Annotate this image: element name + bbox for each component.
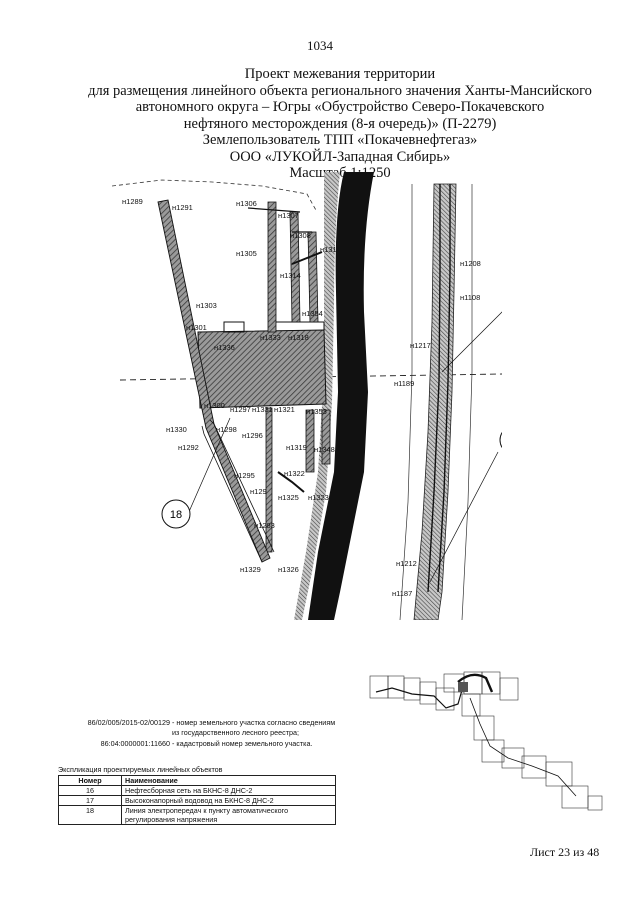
point-label: н1348 [314,445,335,454]
row-name-line: регулирования напряжения [125,815,218,824]
legend-row: 86/02/005/2015-02/00129 - номер земельно… [58,718,378,728]
table-header-row: Номер Наименование [58,775,336,786]
point-label: н1303 [196,301,217,310]
point-label: н1353 [306,407,327,416]
point-label: н1314 [280,271,301,280]
point-label: н1321 [274,405,295,414]
point-label: н1296 [242,431,263,440]
legend-code: 86:04:0000001:11660 [100,739,170,748]
table-row: 18 Линия электропередач к пункту автомат… [58,805,336,825]
point-label: н1331 [252,405,273,414]
point-label: н1301 [186,323,207,332]
row-number: 17 [58,795,122,806]
page-number: 1034 [307,38,333,53]
point-label: н1189 [394,379,414,388]
legend-text-cont: из государственного лесного реестра; [172,727,299,737]
point-label: н1318 [288,333,309,342]
point-label: н1322 [284,469,305,478]
point-label: н1208 [460,259,481,268]
point-label: н1354 [302,309,323,318]
road-shoulder [294,172,340,620]
point-label: н1336 [214,343,235,352]
power-line [157,199,271,563]
forest-boundary [111,179,318,213]
callout-17: 17 [499,425,529,455]
sheet-number: Лист 23 из 48 [530,845,600,859]
overview-inset-map [362,668,614,818]
survey-map-drawing: 16 17 18 н1289 н1291 н1306 н1307 н1308 н… [111,172,535,621]
point-label: н1292 [178,443,199,452]
point-label: н1319 [286,443,307,452]
title-line: для размещения линейного объекта региона… [88,82,592,99]
callout-18-label: 18 [170,509,182,521]
dark-band [308,172,374,620]
point-label: н1325 [278,493,299,502]
point-label: н1300 [204,401,225,410]
point-label: н1307 [278,211,299,220]
title-line: Проект межевания территории [244,66,436,82]
point-label: н1323 [308,493,329,502]
pipeline-corridor [413,183,457,621]
point-label: н1108 [460,293,480,302]
point-label: н1306 [236,199,257,208]
row-name: Нефтесборная сеть на БКНС-8 ДНС-2 [121,785,336,796]
point-label: н1291 [172,203,193,212]
land-user-line: Землепользователь ТПП «Покачевнефтегаз» [202,132,478,148]
callout-18: 18 [161,499,191,529]
survey-map: 16 17 18 н1289 н1291 н1306 н1307 н1308 н… [111,172,535,621]
table-row: 17 Высоконапорный водовод на БКНС-8 ДНС-… [58,795,336,806]
row-name-line: Линия электропередач к пункту автоматиче… [125,806,289,815]
point-label: н1308 [290,231,311,240]
point-label: н1298 [216,425,237,434]
point-label: н1333 [260,333,281,342]
legend-code: 86/02/005/2015-02/00129 [87,718,170,727]
point-label: н1295 [234,471,255,480]
legend: 86/02/005/2015-02/00129 - номер земельно… [58,718,378,749]
title-block: Проект межевания территории для размещен… [60,66,620,182]
overview-inset-drawing [369,671,603,811]
point-label: н1305 [236,249,257,258]
point-label: н1329 [240,565,261,574]
point-label: н1212 [396,559,417,568]
point-label: н1330 [166,425,187,434]
point-label: н1297 [230,405,251,414]
row-number: 16 [58,785,122,796]
explication-title: Экспликация проектируемых линейных объек… [58,765,223,774]
explication-table-block: Экспликация проектируемых линейных объек… [58,765,336,825]
header-number: Номер [58,775,122,786]
row-number: 18 [58,805,122,825]
point-label: н1326 [278,565,299,574]
point-label: н129 [250,487,267,496]
title-line: автономного округа – Югры «Обустройство … [135,99,545,115]
company-line: ООО «ЛУКОЙЛ-Западная Сибирь» [229,148,451,165]
point-label: н1217 [410,341,431,350]
header-name: Наименование [121,775,336,786]
table-row: 16 Нефтесборная сеть на БКНС-8 ДНС-2 [58,785,336,796]
legend-text: - номер земельного участка согласно свед… [172,718,336,727]
point-label: н1283 [254,521,275,530]
point-label: н1187 [392,589,412,598]
point-label: н1311 [320,245,340,254]
point-label: н1289 [122,197,143,206]
row-name: Высоконапорный водовод на БКНС-8 ДНС-2 [121,795,336,806]
legend-row: 86:04:0000001:11660 - кадастровый номер … [58,739,378,749]
explication-table: Номер Наименование 16 Нефтесборная сеть … [58,775,336,825]
title-line: нефтяного месторождения (8-я очередь)» (… [183,115,497,132]
row-name: Линия электропередач к пункту автоматиче… [121,805,336,825]
legend-text: - кадастровый номер земельного участка. [172,739,313,748]
